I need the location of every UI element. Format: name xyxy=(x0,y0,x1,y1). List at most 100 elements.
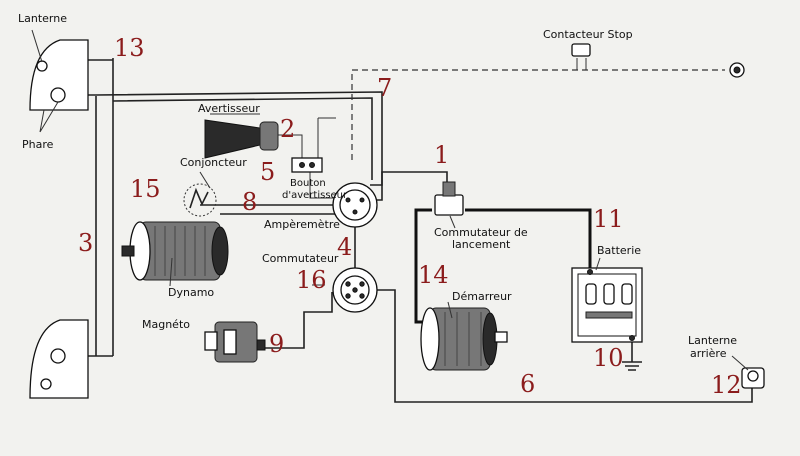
label-dynamo: Dynamo xyxy=(168,286,214,299)
label-phare: Phare xyxy=(22,138,54,151)
dynamo xyxy=(121,221,229,287)
wire-stop-legs xyxy=(576,58,587,70)
bouton-terminal-a xyxy=(299,162,305,168)
magneto-terminal xyxy=(256,339,266,351)
wire-11 xyxy=(465,208,592,268)
battery-terminal-neg xyxy=(629,335,635,341)
horn-trumpet xyxy=(204,119,261,159)
label-bouton-1: Bouton xyxy=(290,178,326,189)
phare-bulb-top xyxy=(50,87,66,103)
wire-stop-dashed xyxy=(351,69,725,160)
dynamo-end-right xyxy=(211,226,229,276)
number-7: 7 xyxy=(377,74,392,102)
starter-end-left xyxy=(420,307,440,371)
number-15: 15 xyxy=(130,175,161,203)
comm-terminal-1 xyxy=(345,281,351,287)
comm-terminal-3 xyxy=(345,293,351,299)
ammeter-terminal-1 xyxy=(345,197,351,203)
ammeter-terminal-3 xyxy=(352,209,358,215)
label-conjoncteur: Conjoncteur xyxy=(180,156,247,169)
number-5: 5 xyxy=(260,158,275,186)
label-lanterne-arriere-1: Lanterne xyxy=(688,334,737,347)
ground-symbol xyxy=(622,361,642,371)
number-1: 1 xyxy=(434,141,449,169)
commutateur-lancement xyxy=(434,181,464,229)
label-lancement-2: lancement xyxy=(452,238,511,251)
conjoncteur-contacts xyxy=(189,187,209,209)
wires xyxy=(66,58,753,403)
wire-1 xyxy=(370,171,448,190)
battery-cell-1 xyxy=(585,283,597,305)
ammeter-terminal-2 xyxy=(359,197,365,203)
number-14: 14 xyxy=(418,261,449,289)
front-lamp-top xyxy=(29,29,89,133)
starter-ribs xyxy=(444,312,482,366)
leader-lanterne-arriere xyxy=(731,355,749,371)
label-lanterne-arriere-2: arrière xyxy=(690,347,727,360)
amperemetre xyxy=(332,182,378,228)
dynamo-ribs xyxy=(154,226,206,276)
number-10: 10 xyxy=(593,344,624,372)
battery-cell-3 xyxy=(621,283,633,305)
wire-6 xyxy=(375,289,753,403)
label-batterie: Batterie xyxy=(597,244,641,257)
horn-body xyxy=(259,121,279,151)
number-16: 16 xyxy=(296,266,327,294)
stop-switch-body xyxy=(571,43,591,57)
wire-7-inner xyxy=(112,97,373,180)
wire-button-ammeter xyxy=(309,168,336,199)
number-3: 3 xyxy=(78,229,93,257)
number-11: 11 xyxy=(593,205,624,233)
bouton-avertisseur xyxy=(291,157,323,173)
circuit-numbers: 1 2 3 4 5 6 7 8 9 10 11 12 13 14 15 16 xyxy=(78,34,742,399)
label-lanterne: Lanterne xyxy=(18,12,67,25)
leader-batterie xyxy=(595,257,601,271)
comm-terminal-2 xyxy=(359,281,365,287)
label-lancement-1: Commutateur de xyxy=(434,226,528,239)
leader-dynamo xyxy=(169,257,173,287)
number-8: 8 xyxy=(242,188,257,216)
commutateur xyxy=(332,267,378,313)
label-contacteur-stop: Contacteur Stop xyxy=(543,28,633,41)
number-12: 12 xyxy=(711,371,742,399)
battery-case xyxy=(571,267,643,343)
commutateur-inner xyxy=(340,275,370,305)
starter-switch-body xyxy=(434,194,464,216)
number-2: 2 xyxy=(280,115,295,143)
comm-terminal-5 xyxy=(352,287,358,293)
lanterne-bulb-bottom xyxy=(40,378,52,390)
avertisseur xyxy=(204,113,323,173)
bouton-terminal-b xyxy=(309,162,315,168)
leader-phare xyxy=(39,101,59,133)
dynamo-shaft xyxy=(121,245,135,257)
label-magneto: Magnéto xyxy=(142,318,190,331)
number-4: 4 xyxy=(337,233,352,261)
leader-conjoncteur xyxy=(199,171,211,189)
magneto xyxy=(204,321,266,363)
component-labels: Lanterne Phare Contacteur Stop Avertisse… xyxy=(18,12,737,360)
comm-terminal-4 xyxy=(359,293,365,299)
wire-horn-a xyxy=(278,134,303,158)
battery-strap xyxy=(585,311,633,319)
label-avertisseur: Avertisseur xyxy=(198,102,260,115)
battery-inner xyxy=(577,273,637,337)
lamp-housing-top xyxy=(29,39,89,111)
conjoncteur xyxy=(183,171,217,217)
battery-terminal-pos xyxy=(587,269,593,275)
leader-lanterne xyxy=(31,29,43,63)
rear-lamp-bulb xyxy=(747,370,759,382)
label-bouton-2: d'avertisseur xyxy=(282,190,348,201)
label-demarreur: Démarreur xyxy=(452,290,512,303)
stop-lamp-center xyxy=(733,66,741,74)
ammeter-inner xyxy=(339,189,371,221)
batterie xyxy=(571,257,643,343)
number-9: 9 xyxy=(269,330,284,358)
contacteur-stop xyxy=(571,43,745,78)
battery-cell-2 xyxy=(603,283,615,305)
label-commutateur: Commutateur xyxy=(262,252,339,265)
starter-switch-button xyxy=(442,181,456,197)
leader-demarreur xyxy=(447,301,453,319)
lanterne-arriere xyxy=(731,355,765,389)
